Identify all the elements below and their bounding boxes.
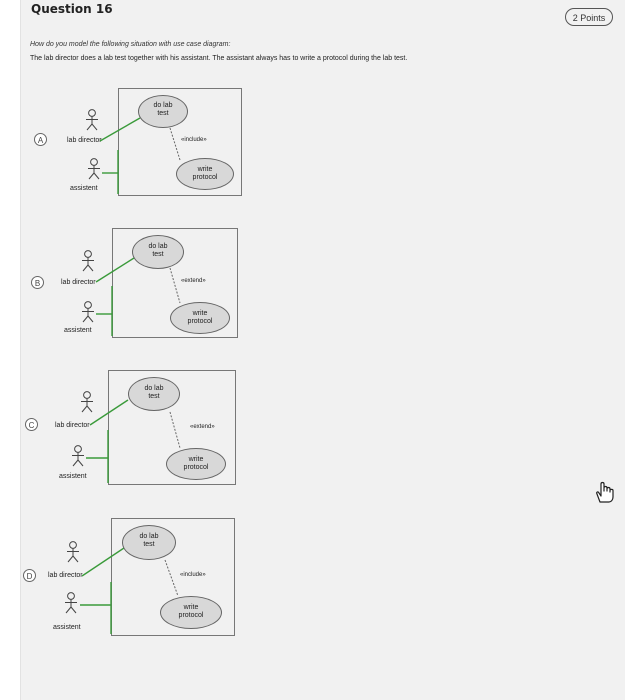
hand-pointer-icon: [596, 481, 614, 503]
question-title: Question 16: [31, 2, 113, 16]
points-badge: 2 Points: [565, 8, 613, 26]
actor-lab-director-icon: [81, 391, 93, 413]
actor-label-lab-director: lab director: [67, 137, 102, 144]
usecase-do-lab-test: [132, 235, 184, 269]
actor-label-lab-director: lab director: [55, 422, 90, 429]
actor-assistent-icon: [65, 592, 77, 614]
actor-assistent-icon: [72, 445, 84, 467]
relation-label: «extend»: [190, 424, 215, 430]
option-d-radio[interactable]: D: [23, 569, 36, 582]
actor-label-assistent: assistent: [53, 624, 81, 631]
usecase-write-protocol: [166, 448, 226, 480]
question-scenario: The lab director does a lab test togethe…: [30, 55, 408, 62]
question-prompt: How do you model the following situation…: [30, 41, 231, 48]
system-boundary: [118, 88, 242, 196]
usecase-write-protocol: [176, 158, 234, 190]
actor-lab-director-icon: [82, 250, 94, 272]
option-c-radio[interactable]: C: [25, 418, 38, 431]
relation-label: «extend»: [181, 278, 206, 284]
actor-label-assistent: assistent: [59, 473, 87, 480]
actor-assistent-icon: [88, 158, 100, 180]
actor-assistent-icon: [82, 301, 94, 323]
relation-label: «include»: [180, 572, 206, 578]
relation-label: «include»: [181, 137, 207, 143]
usecase-do-lab-test: [138, 95, 188, 128]
usecase-do-lab-test: [122, 525, 176, 560]
usecase-write-protocol: [170, 302, 230, 334]
actor-label-assistent: assistent: [70, 185, 98, 192]
system-boundary: [108, 370, 236, 485]
usecase-do-lab-test: [128, 377, 180, 411]
system-boundary: [111, 518, 235, 636]
usecase-write-protocol: [160, 596, 222, 629]
option-b-radio[interactable]: B: [31, 276, 44, 289]
actor-label-lab-director: lab director: [61, 279, 96, 286]
actor-lab-director-icon: [86, 109, 98, 131]
actor-label-assistent: assistent: [64, 327, 92, 334]
actor-label-lab-director: lab director: [48, 572, 83, 579]
option-a-radio[interactable]: A: [34, 133, 47, 146]
system-boundary: [112, 228, 238, 338]
question-card: [20, 0, 625, 700]
actor-lab-director-icon: [67, 541, 79, 563]
